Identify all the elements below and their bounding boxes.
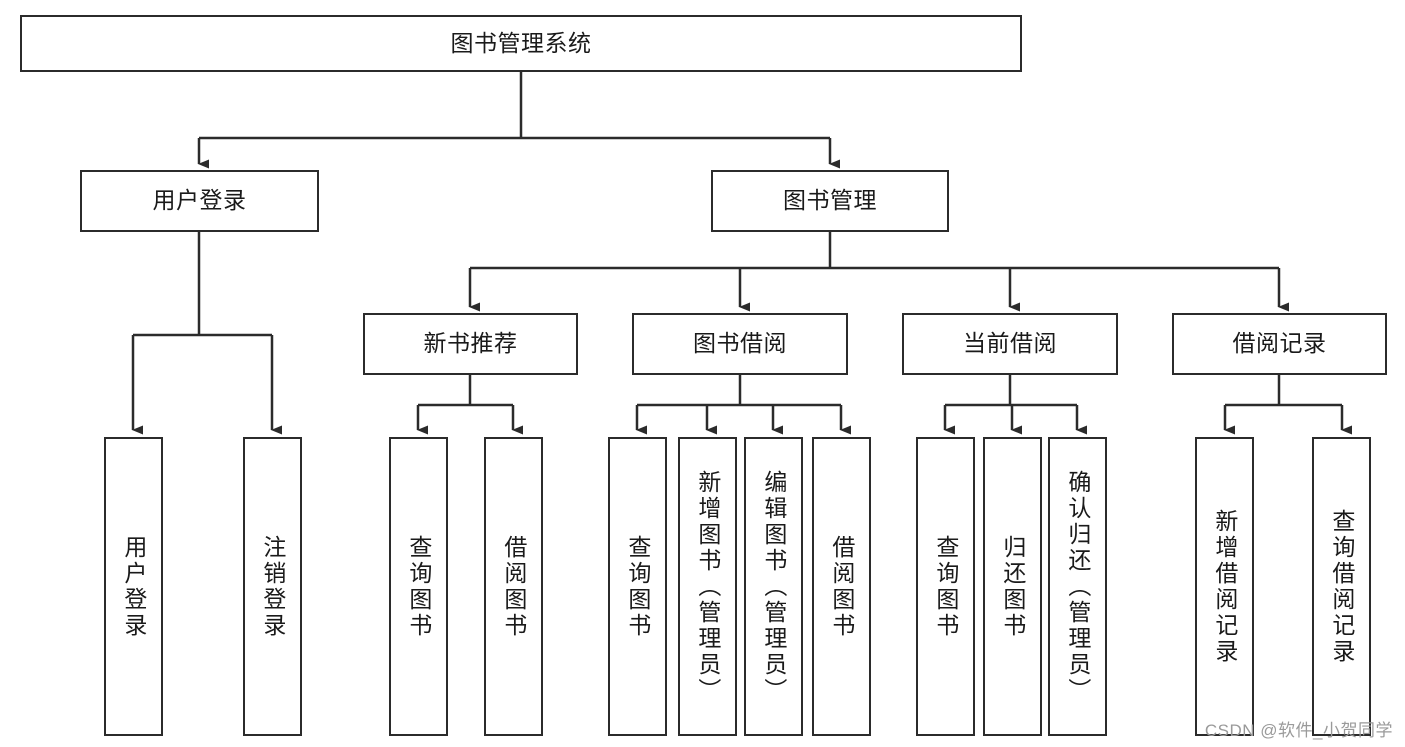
node-user-login[interactable]: 用户登录: [80, 170, 319, 232]
node-label: 图书借阅: [693, 330, 787, 357]
csdn-watermark: CSDN @软件_小贺同学: [1204, 721, 1393, 740]
node-label: 图书管理: [783, 187, 877, 214]
leaf-current-confirm-return-admin[interactable]: 确认归还（管理员）: [1048, 437, 1107, 736]
node-label: 新增图书（管理员）: [694, 469, 721, 704]
leaf-current-query-book[interactable]: 查询图书: [916, 437, 975, 736]
node-label: 归还图书: [999, 534, 1026, 639]
leaf-user-login-logout[interactable]: 注销登录: [243, 437, 302, 736]
node-root-library-system[interactable]: 图书管理系统: [20, 15, 1022, 72]
leaf-borrow-edit-book-admin[interactable]: 编辑图书（管理员）: [744, 437, 803, 736]
node-label: 用户登录: [120, 534, 147, 639]
node-label: 借阅图书: [828, 534, 855, 639]
node-borrow-record[interactable]: 借阅记录: [1172, 313, 1387, 375]
node-label: 查询图书: [405, 534, 432, 639]
leaf-borrow-query-book[interactable]: 查询图书: [608, 437, 667, 736]
node-label: 当前借阅: [963, 330, 1057, 357]
node-label: 编辑图书（管理员）: [760, 469, 787, 704]
node-new-book-recommend[interactable]: 新书推荐: [363, 313, 578, 375]
leaf-record-add-borrow-record[interactable]: 新增借阅记录: [1195, 437, 1254, 736]
node-label: 借阅图书: [500, 534, 527, 639]
node-current-borrow[interactable]: 当前借阅: [902, 313, 1118, 375]
leaf-new-book-query[interactable]: 查询图书: [389, 437, 448, 736]
leaf-borrow-borrow-book[interactable]: 借阅图书: [812, 437, 871, 736]
node-label: 新增借阅记录: [1211, 508, 1238, 665]
node-label: 新书推荐: [423, 330, 518, 357]
node-label: 查询图书: [624, 534, 651, 639]
leaf-user-login-login[interactable]: 用户登录: [104, 437, 163, 736]
leaf-new-book-borrow[interactable]: 借阅图书: [484, 437, 543, 736]
leaf-current-return-book[interactable]: 归还图书: [983, 437, 1042, 736]
node-label: 图书管理系统: [450, 29, 592, 56]
node-label: 借阅记录: [1232, 330, 1327, 357]
node-label: 确认归还（管理员）: [1064, 469, 1091, 704]
node-label: 查询借阅记录: [1328, 508, 1355, 665]
leaf-borrow-add-book-admin[interactable]: 新增图书（管理员）: [678, 437, 737, 736]
node-book-management[interactable]: 图书管理: [711, 170, 949, 232]
node-label: 注销登录: [259, 534, 286, 639]
node-label: 查询图书: [932, 534, 959, 639]
leaf-record-query-borrow-record[interactable]: 查询借阅记录: [1312, 437, 1371, 736]
node-label: 用户登录: [152, 187, 247, 214]
node-book-borrow[interactable]: 图书借阅: [632, 313, 848, 375]
